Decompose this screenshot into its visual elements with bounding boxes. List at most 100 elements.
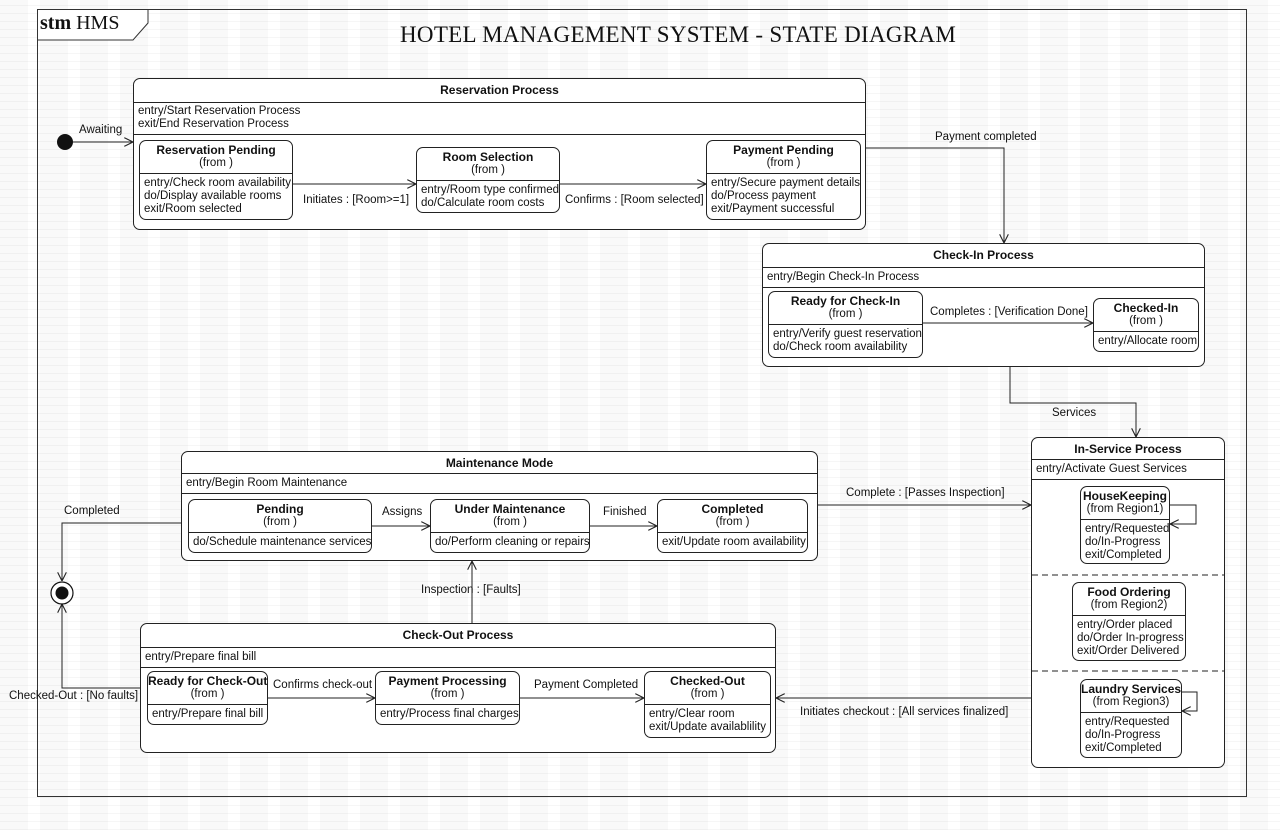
housekeeping-self-transition: [1170, 504, 1197, 524]
maintenance-completed-state[interactable]: Completed (from ) exit/Update room avail…: [657, 499, 808, 553]
services-transition: [1009, 367, 1136, 437]
state-action: exit/Update availablility: [649, 721, 766, 733]
checked-out-transition: [62, 604, 140, 689]
in-service-title: In-Service Process: [1074, 442, 1182, 456]
laundry-self-transition: [1182, 691, 1198, 711]
frame-stereotype: stm: [40, 12, 72, 34]
maintenance-pending-state[interactable]: Pending (from ) do/Schedule maintenance …: [188, 499, 372, 553]
state-action: entry/Clear room: [649, 708, 735, 720]
checked-in-state[interactable]: Checked-In (from ) entry/Allocate room: [1093, 298, 1199, 352]
final-state-inner: [55, 586, 69, 600]
state-title: Payment Processing: [388, 674, 507, 688]
state-action: do/Check room availability: [773, 341, 908, 353]
state-action: do/Process payment: [711, 190, 816, 202]
state-from: (from ): [828, 308, 863, 320]
frame-tag: [37, 9, 149, 41]
payment-completed-checkout-label: Payment Completed: [534, 679, 639, 691]
payment-pending-state[interactable]: Payment Pending (from ) entry/Secure pay…: [706, 140, 861, 220]
state-action: entry/Order placed: [1077, 619, 1173, 631]
frame-name: HMS: [76, 12, 120, 34]
state-title: Ready for Check-Out: [148, 674, 268, 688]
state-action: do/Calculate room costs: [421, 197, 545, 209]
payment-processing-state[interactable]: Payment Processing (from ) entry/Process…: [375, 671, 520, 725]
reservation-process-title: Reservation Process: [440, 83, 559, 97]
completed-transition: [62, 522, 181, 581]
reservation-pending-state[interactable]: Reservation Pending (from ) entry/Check …: [139, 140, 293, 220]
confirms-label: Confirms : [Room selected]: [565, 194, 704, 206]
reservation-entry-action: entry/Start Reservation Process: [138, 105, 301, 117]
room-selection-state[interactable]: Room Selection (from ) entry/Room type c…: [416, 147, 560, 213]
state-from: (from Region2): [1090, 599, 1168, 611]
state-action: do/In-Progress: [1085, 729, 1161, 741]
state-from: (from ): [471, 164, 505, 176]
state-from: (from ): [690, 688, 725, 700]
checked-out-state[interactable]: Checked-Out (from ) entry/Clear room exi…: [644, 671, 771, 738]
check-out-entry-action: entry/Prepare final bill: [145, 651, 257, 663]
state-from: (from ): [430, 688, 465, 700]
state-action: do/Perform cleaning or repairs: [435, 536, 590, 548]
state-title: Checked-In: [1113, 301, 1179, 315]
state-from: (from ): [190, 688, 225, 700]
housekeeping-state[interactable]: HouseKeeping (from Region1) entry/Reques…: [1080, 486, 1170, 564]
ready-for-check-in-state[interactable]: Ready for Check-In (from ) entry/Verify …: [768, 291, 923, 358]
state-action: entry/Room type confirmed: [421, 184, 560, 196]
state-title: Checked-Out: [670, 674, 745, 688]
state-title: HouseKeeping: [1082, 489, 1167, 503]
check-in-title: Check-In Process: [933, 248, 1034, 262]
frame-label: stm HMS: [40, 10, 119, 36]
state-title: Under Maintenance: [454, 502, 566, 516]
state-from: (from ): [715, 516, 750, 528]
state-title: Payment Pending: [733, 143, 834, 157]
state-action: do/In-Progress: [1085, 536, 1161, 548]
state-action: entry/Allocate room: [1098, 335, 1198, 347]
state-from: (from Region1): [1086, 503, 1164, 515]
ready-for-check-out-state[interactable]: Ready for Check-Out (from ) entry/Prepar…: [147, 671, 268, 725]
state-action: exit/Completed: [1085, 549, 1162, 561]
checked-out-label: Checked-Out : [No faults]: [9, 690, 139, 702]
payment-completed-transition: [866, 147, 1004, 243]
state-action: do/Order In-progress: [1077, 632, 1184, 644]
check-in-entry-action: entry/Begin Check-In Process: [767, 271, 920, 283]
state-action: exit/Update room availability: [662, 536, 806, 548]
state-action: entry/Secure payment details: [711, 177, 860, 189]
diagram-title: HOTEL MANAGEMENT SYSTEM - STATE DIAGRAM: [400, 22, 957, 47]
laundry-services-state[interactable]: Laundry Services (from Region3) entry/Re…: [1080, 679, 1182, 758]
state-action: entry/Requested: [1085, 716, 1170, 728]
state-action: entry/Process final charges: [380, 708, 519, 720]
state-from: (from ): [199, 157, 233, 169]
food-ordering-state[interactable]: Food Ordering (from Region2) entry/Order…: [1072, 582, 1186, 661]
initiates-label: Initiates : [Room>=1]: [303, 194, 410, 206]
under-maintenance-state[interactable]: Under Maintenance (from ) do/Perform cle…: [430, 499, 590, 553]
maintenance-title: Maintenance Mode: [445, 456, 554, 470]
state-from: (from Region3): [1092, 696, 1170, 708]
confirms-checkout-label: Confirms check-out: [273, 679, 373, 691]
state-from: (from ): [263, 516, 297, 528]
check-out-title: Check-Out Process: [402, 628, 514, 642]
state-from: (from ): [1129, 315, 1163, 327]
state-action: entry/Requested: [1085, 523, 1170, 535]
completed-label: Completed: [64, 505, 120, 517]
state-action: exit/Room selected: [144, 203, 242, 215]
complete-passes-label: Complete : [Passes Inspection]: [846, 487, 1005, 499]
state-title: Ready for Check-In: [790, 294, 901, 308]
services-label: Services: [1052, 407, 1097, 419]
state-title: Completed: [701, 502, 764, 516]
state-action: exit/Completed: [1085, 742, 1162, 754]
inspection-label: Inspection : [Faults]: [421, 584, 521, 596]
state-from: (from ): [766, 157, 801, 169]
state-action: entry/Prepare final bill: [152, 708, 264, 720]
state-title: Laundry Services: [1081, 682, 1182, 696]
reservation-process-actions: entry/Start Reservation Process exit/End…: [134, 103, 865, 134]
reservation-exit-action: exit/End Reservation Process: [138, 118, 289, 130]
assigns-label: Assigns: [382, 506, 423, 518]
state-action: entry/Verify guest reservation: [773, 328, 922, 340]
state-from: (from ): [493, 516, 527, 528]
awaiting-label: Awaiting: [79, 124, 123, 136]
initial-state: [57, 134, 73, 150]
state-action: entry/Check room availability: [144, 177, 292, 189]
maintenance-entry-action: entry/Begin Room Maintenance: [186, 477, 348, 489]
state-title: Pending: [256, 502, 304, 516]
initiates-checkout-label: Initiates checkout : [All services final…: [800, 706, 1009, 718]
state-action: do/Schedule maintenance services: [193, 536, 372, 548]
